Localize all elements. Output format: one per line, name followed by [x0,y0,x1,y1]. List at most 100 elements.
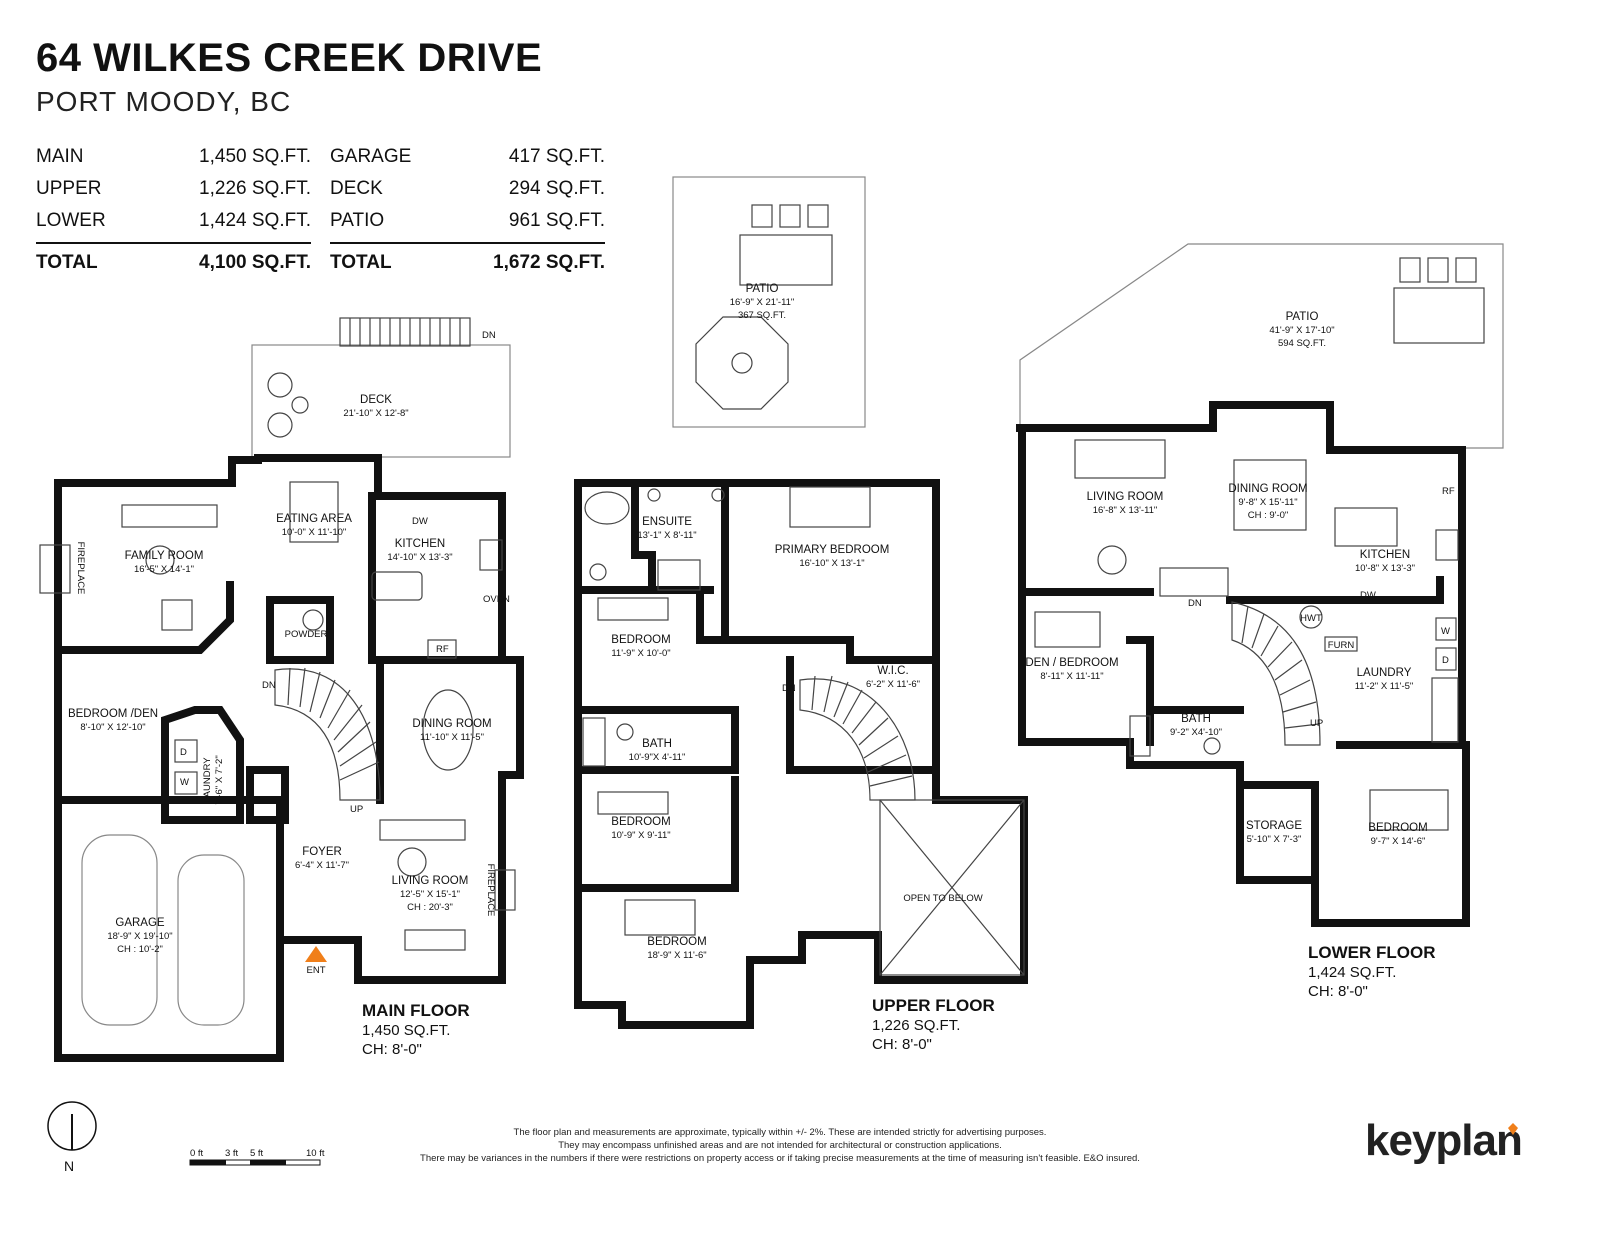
toilet-icon [589,563,607,581]
lower-bedroom-name: BEDROOM [1368,822,1427,834]
deck-stairs-down-label: DN [482,330,496,341]
area-label: PATIO [330,210,385,231]
upper-stair-treads [811,675,913,787]
bath-wall [574,706,739,774]
bed-icon [1369,789,1449,831]
patio-gazebo-icon [695,316,789,410]
hwt-label: HWT [1300,613,1322,624]
sofa-icon [404,929,466,951]
bed-icon [597,597,669,621]
area-value: 1,450 SQ.FT. [199,146,311,167]
hot-water-tank-icon [1299,605,1323,629]
bathtub-icon [584,491,630,525]
washer-label: W [1441,626,1450,637]
lower-floor-area: 1,424 SQ.FT. [1308,964,1396,981]
area-value: 417 SQ.FT. [508,146,605,167]
area-total-label: TOTAL [330,252,392,273]
stair-down-label: DN [262,680,276,691]
stove-icon [1435,529,1459,561]
family-room-dim: 16'-5" X 14'-1" [134,564,194,575]
upper-floor-ch: CH: 8'-0" [872,1036,932,1053]
toilet-icon [616,723,634,741]
lower-bedroom-dim: 9'-7" X 14'-6" [1371,836,1426,847]
open-to-below-label: OPEN TO BELOW [903,893,982,904]
family-room-wall [54,581,234,654]
area-value: 1,424 SQ.FT. [199,210,311,231]
oven-label: OVEN [483,594,510,605]
deck-name: DECK [360,394,392,406]
patio-chair [1427,257,1449,283]
disclaimer-line: The floor plan and measurements are appr… [513,1127,1047,1138]
living-room-ch: CH : 20'-3" [407,902,453,913]
kitchen-dim: 14'-10" X 13'-3" [387,552,452,563]
eating-area-dim: 10'-0" X 11'-10" [282,527,347,538]
compass-north-label: N [64,1158,75,1174]
bedroom2-dim: 10'-9" X 9'-11" [611,830,670,841]
sofa-icon [379,819,466,841]
open-to-below-area [879,799,1025,976]
lower-patio-sqft: 594 SQ.FT. [1278,338,1326,349]
stair-down-label: DN [1188,598,1202,609]
bed-icon [789,486,871,528]
storage-name: STORAGE [1246,820,1302,832]
laundry-wall [161,706,244,824]
bedroom-den-name: BEDROOM /DEN [68,708,158,720]
storage-wall [1236,781,1319,884]
kitchen-name: KITCHEN [395,538,445,550]
primary-bedroom-dim: 16'-10" X 13'-1" [799,558,864,569]
furnace-label: FURN [1328,640,1355,651]
main-stair-treads [287,667,380,781]
entrance-marker [305,946,327,962]
lower-kitchen-dim: 10'-8" X 13'-3" [1355,563,1415,574]
lower-bath-name: BATH [1181,713,1211,725]
lower-kitchen-name: KITCHEN [1360,549,1410,561]
fireplace-icon [39,544,71,594]
bedroom1-name: BEDROOM [611,634,670,646]
lower-floor-plan: PATIO 41'-9" X 17'-10" 594 SQ.FT. DN UP … [1016,243,1504,1000]
lower-living-name: LIVING ROOM [1087,491,1164,503]
bath-name: BATH [642,738,672,750]
ensuite-name: ENSUITE [642,516,692,528]
lower-laundry-dim: 11'-2" X 11'-5" [1355,681,1414,692]
lower-patio-dim: 41'-9" X 17'-10" [1269,325,1334,336]
fridge-label: RF [436,644,449,655]
deck-chair [267,412,293,438]
scale-tick-0: 0 ft [190,1148,204,1159]
area-total-value: 4,100 SQ.FT. [199,252,311,273]
wic-wall [786,656,939,774]
lower-living-dim: 16'-8" X 13'-11" [1093,505,1158,516]
patio-chair [751,204,773,228]
patio-chair [779,204,801,228]
bath-dim: 10'-9"X 4'-11" [629,752,686,763]
eating-table-icon [289,481,339,543]
washer-icon [174,771,198,795]
bedroom3-name: BEDROOM [647,936,706,948]
main-floor-ch: CH: 8'-0" [362,1041,422,1058]
primary-bedroom-name: PRIMARY BEDROOM [775,544,890,556]
dryer-label: D [1442,655,1449,666]
car-icon [81,834,158,1026]
open-diagonal [879,799,1025,976]
kitchen-island-icon [371,571,423,601]
foyer-dim: 6'-4" X 11'-7" [295,860,349,871]
storage-dim: 5'-10" X 7'-3" [1247,834,1302,845]
laundry-name: LAUNDRY [202,757,213,803]
patio-dim: 16'-9" X 21'-11" [730,297,795,308]
lower-exterior-wall [1016,401,1470,927]
lower-floor-ch: CH: 8'-0" [1308,983,1368,1000]
lower-dining-ch: CH : 9'-0" [1248,510,1289,521]
patio-outline [672,176,866,428]
patio-lounger [739,234,833,286]
washer-icon [1435,617,1457,641]
patio-lounger [1393,287,1485,344]
dining-room-name: DINING ROOM [412,718,491,730]
main-floor-area: 1,450 SQ.FT. [362,1022,450,1039]
powder-label: POWDER [285,629,328,640]
sink-icon [711,488,725,502]
